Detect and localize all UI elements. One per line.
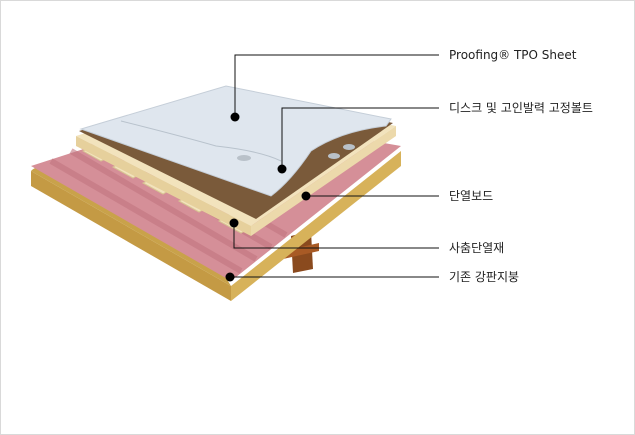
leader-dots <box>225 112 311 282</box>
label-filler-insulation: 사춤단열재 <box>449 241 505 255</box>
leader-lines <box>230 54 439 278</box>
label-fastening-bolts: 디스크 및 고인발력 고정볼트 <box>449 101 593 115</box>
tpo-sheet <box>79 85 392 197</box>
label-existing-steel-roof: 기존 강판지붕 <box>449 270 520 284</box>
label-tpo-sheet: Proofing® TPO Sheet <box>449 48 577 62</box>
label-insulation-board: 단열보드 <box>449 189 494 203</box>
